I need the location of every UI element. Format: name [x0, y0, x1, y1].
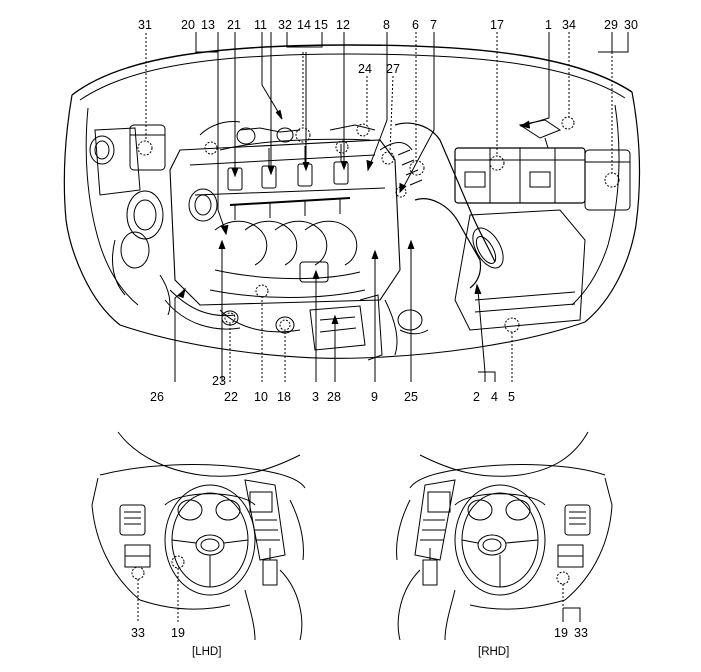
pointer-arrows	[174, 32, 550, 382]
callout-14: 14	[297, 18, 311, 32]
lhd-caption: [LHD]	[192, 646, 222, 658]
leader-lines	[145, 32, 613, 382]
callout-22: 22	[224, 390, 238, 404]
callout-28: 28	[327, 390, 341, 404]
callout-6: 6	[412, 18, 419, 32]
callout-12: 12	[336, 18, 350, 32]
callout-26: 26	[150, 390, 164, 404]
callout-17: 17	[490, 18, 504, 32]
callout-4: 4	[491, 390, 498, 404]
callout-10: 10	[254, 390, 268, 404]
callout-15: 15	[314, 18, 328, 32]
rhd-caption: [RHD]	[478, 646, 510, 658]
rhd-dashboard-illustration	[396, 431, 613, 641]
callout-1: 1	[545, 18, 552, 32]
callout-3: 3	[312, 390, 319, 404]
callout-5: 5	[508, 390, 515, 404]
location-circles	[137, 116, 620, 333]
callout-20: 20	[181, 18, 195, 32]
callout-27: 27	[386, 62, 400, 76]
callout-31: 31	[138, 18, 152, 32]
label-brackets	[195, 32, 629, 382]
callout-34: 34	[562, 18, 576, 32]
callout-8: 8	[383, 18, 390, 32]
callout-23: 23	[212, 374, 226, 388]
callout-29: 29	[604, 18, 618, 32]
engine-bay-illustration	[63, 44, 641, 361]
rhd-locators	[556, 571, 581, 622]
lhd-callout-33: 33	[131, 626, 145, 640]
lhd-dashboard-illustration	[91, 431, 306, 641]
lhd-callout-19: 19	[171, 626, 185, 640]
callout-7: 7	[430, 18, 437, 32]
rhd-callout-33: 33	[574, 626, 588, 640]
callout-2: 2	[473, 390, 480, 404]
callout-13: 13	[201, 18, 215, 32]
callout-30: 30	[624, 18, 638, 32]
rhd-callout-19: 19	[554, 626, 568, 640]
callout-9: 9	[371, 390, 378, 404]
callout-32: 32	[278, 18, 292, 32]
callout-11: 11	[254, 18, 267, 32]
lhd-locators	[131, 555, 185, 622]
callout-24: 24	[358, 62, 372, 76]
callout-21: 21	[227, 18, 241, 32]
callout-18: 18	[277, 390, 291, 404]
callout-25: 25	[404, 390, 418, 404]
